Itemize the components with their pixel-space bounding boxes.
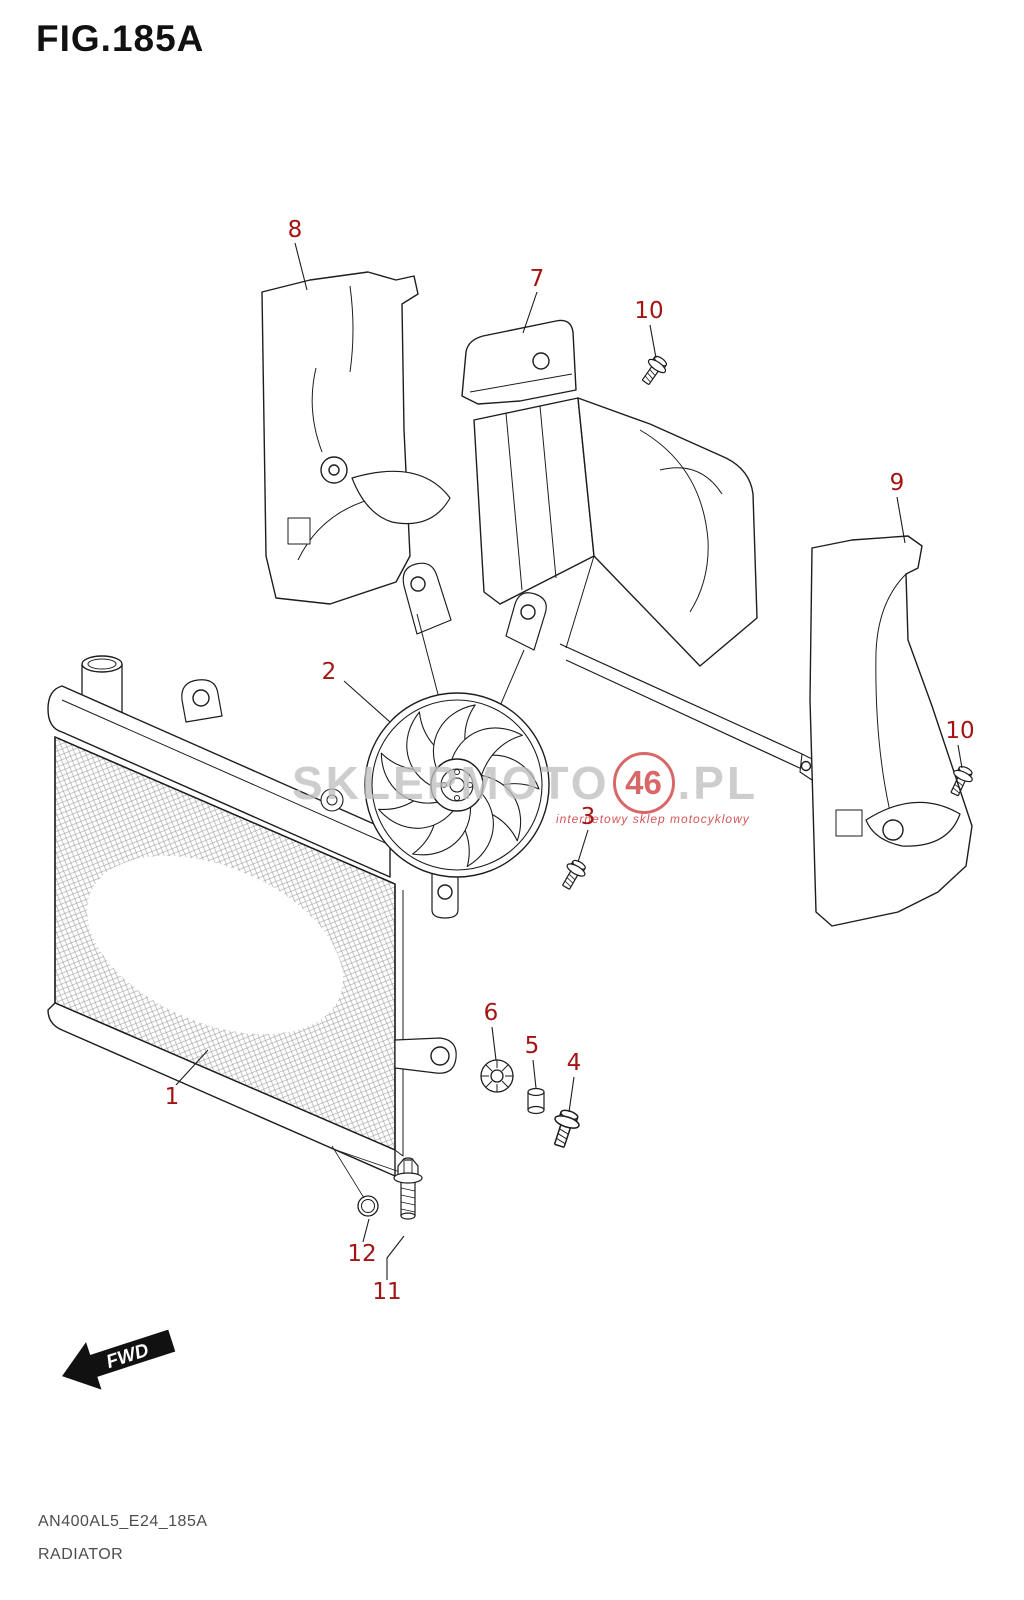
callout-9: 9	[889, 470, 905, 496]
callout-10-right: 10	[945, 718, 975, 744]
callout-3: 3	[580, 804, 596, 830]
callout-4: 4	[566, 1050, 582, 1076]
bolt-part-10-top	[636, 352, 671, 389]
bolt-part-4	[546, 1106, 584, 1151]
callout-12: 12	[347, 1241, 377, 1267]
leader-lines	[175, 242, 963, 1280]
callout-10-top: 10	[634, 298, 664, 324]
callout-2: 2	[321, 659, 337, 685]
radiator-part	[47, 655, 457, 1199]
fwd-arrow: FWD	[62, 1329, 176, 1390]
watermark-tagline: internetowy sklep motocyklowy	[556, 812, 750, 826]
callout-6: 6	[483, 1000, 499, 1026]
right-shroud-part	[809, 535, 973, 927]
bolt-part-3	[556, 856, 590, 893]
figure-part-code: AN400AL5_E24_185A	[38, 1513, 208, 1530]
callout-7: 7	[529, 266, 545, 292]
callout-1: 1	[164, 1084, 180, 1110]
center-shroud-part	[461, 319, 815, 781]
cooling-fan-part	[364, 562, 550, 919]
o-ring-part-12	[357, 1195, 379, 1217]
figure-part-name: RADIATOR	[38, 1546, 124, 1563]
drain-plug-part-11	[393, 1157, 423, 1220]
left-shroud-part	[261, 271, 451, 605]
spacer-part-5	[527, 1087, 545, 1115]
callout-8: 8	[287, 217, 303, 243]
figure-title: FIG.185A	[36, 18, 205, 59]
callout-5: 5	[524, 1033, 540, 1059]
fwd-label: FWD	[104, 1340, 152, 1373]
grommet-part-6	[480, 1059, 514, 1093]
callout-11: 11	[372, 1279, 402, 1305]
